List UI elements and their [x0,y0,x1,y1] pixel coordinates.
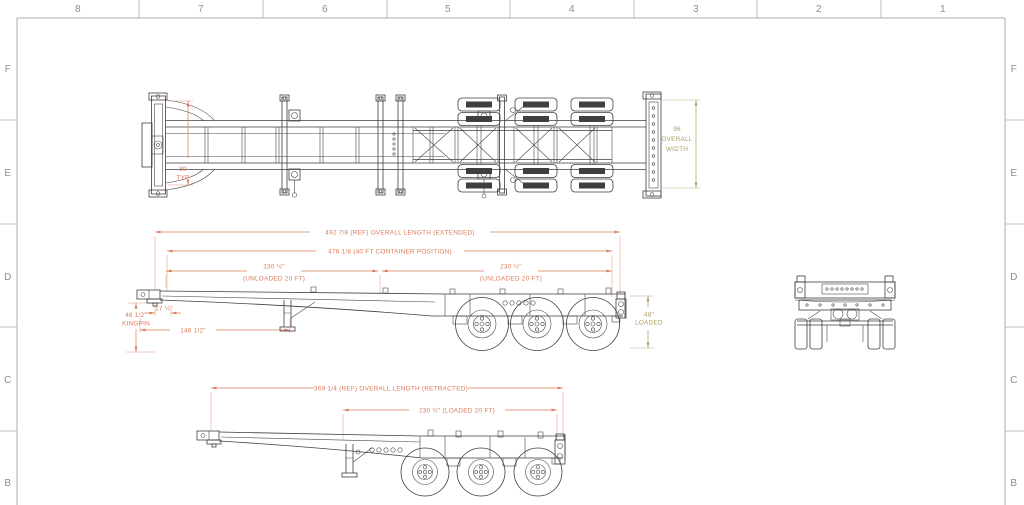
zone-row-e: E [4,168,11,179]
dim-96-overall-width: 96 OVERALL WIDTH [661,99,701,189]
wheel-retracted-2 [456,447,506,497]
gooseneck-retracted [196,430,222,448]
zone-row-d: D [4,272,12,283]
zone-col-1: 1 [940,4,946,15]
zone-labels-right: F E D C B [1010,64,1018,489]
dim-89-value: 89 [179,166,187,173]
deck-fittings-retracted [369,429,544,453]
side-view-extended: 492 7/8 (REF) OVERALL LENGTH (EXTENDED) … [122,230,663,353]
dim-front-20ft-label: (UNLOADED 20 FT) [243,276,305,283]
dim-overall-retracted-text: 369 1/4 (REF) OVERALL LENGTH (RETRACTED) [314,386,468,393]
zone-col-2: 2 [816,4,822,15]
dim-kingpin-setback: 17 ½" [145,305,181,316]
zone-row-e-right: E [1010,168,1017,179]
dim-deck-height-loaded: 48" LOADED [630,295,663,349]
dim-96-label2: OVERALL [661,136,692,143]
rear-tires [794,318,896,350]
side-view-retracted: 369 1/4 (REF) OVERALL LENGTH (RETRACTED)… [196,386,566,497]
dim-deck-height-value: 48" [644,312,654,319]
zone-col-4: 4 [569,4,575,15]
main-beam-retracted [218,431,566,460]
rear-frame-cross [798,299,892,311]
dim-landing-gear-distance: 146 1/2" [139,318,291,335]
landing-gear-plan [288,109,301,198]
wheel-extended-3 [566,297,620,351]
dim-deck-height-label: LOADED [635,320,663,327]
zone-col-3: 3 [693,4,699,15]
dim-89-typ: 89 TYP [168,100,193,186]
landing-gear-retracted [341,444,373,478]
dim-kingpin-setback-text: 17 ½" [155,305,173,313]
dim-96-label3: WIDTH [666,146,688,153]
wheels-plan [457,97,614,193]
landing-gear-extended [279,300,316,332]
gooseneck-extended [136,289,163,307]
zone-row-f: F [5,64,12,75]
zone-col-7: 7 [198,4,204,15]
zone-labels-left: F E D C B [4,64,12,489]
dim-kingpin-height-label: KINGPIN [122,321,150,328]
zone-row-c-right: C [1010,375,1018,386]
zone-col-6: 6 [322,4,328,15]
rear-view [794,275,896,350]
rear-bolster-retracted [554,433,566,465]
dim-overall-retracted: 369 1/4 (REF) OVERALL LENGTH (RETRACTED) [210,386,564,436]
wheel-retracted-1 [400,447,450,497]
zone-col-5: 5 [445,4,451,15]
dim-container-position-text: 476 1/8 (40 FT CONTAINER POSITION) [328,249,452,256]
zone-row-b: B [4,478,11,489]
dim-container-position: 476 1/8 (40 FT CONTAINER POSITION) [166,249,613,297]
zone-row-b-right: B [1010,478,1017,489]
rear-bolster-plan [642,91,662,199]
wheel-retracted-3 [513,447,563,497]
rear-bolster-extended [615,291,627,319]
zone-row-d-right: D [1010,272,1018,283]
zone-row-c: C [4,375,12,386]
dim-front-20ft-value: 230 ½" [263,263,285,271]
zone-labels-top: 8 7 6 5 4 3 2 1 [75,4,946,15]
slider-bolsters-plan [279,94,406,196]
dim-96-value: 96 [673,126,681,133]
dim-overall-extended-text: 492 7/8 (REF) OVERALL LENGTH (EXTENDED) [325,230,474,237]
subframe-x-bracing [412,94,613,196]
dim-loaded-20ft-text: 230 ½" (LOADED 20 FT) [419,407,495,415]
zone-col-8: 8 [75,4,81,15]
tire-group-3 [570,97,614,193]
tire-group-2 [514,97,558,193]
dim-overall-extended: 492 7/8 (REF) OVERALL LENGTH (EXTENDED) [154,230,621,294]
dim-landing-gear-distance-text: 146 1/2" [180,328,206,335]
main-rails-plan [166,120,646,170]
wheel-extended-2 [510,297,564,351]
dim-rear-20ft: 230 ½" (UNLOADED 20 FT) [382,263,612,283]
rear-suspension [797,308,893,342]
front-bolster-plan [141,92,215,198]
plan-view: 89 TYP 96 OVERALL WIDTH [141,91,701,199]
rear-bolster-rear-view [794,275,896,303]
dim-rear-20ft-value: 230 ½" [500,263,522,271]
tire-group-1 [457,97,501,193]
dim-rear-20ft-label: (UNLOADED 20 FT) [480,276,542,283]
main-beam-extended [159,290,626,318]
deck-fittings-extended [310,286,612,306]
dim-front-20ft: 230 ½" (UNLOADED 20 FT) [165,263,381,294]
dim-kingpin-height-value: 46 1/2" [125,312,147,319]
wheel-extended-1 [455,297,509,351]
dim-89-label: TYP [176,175,189,182]
zone-row-f-right: F [1011,64,1018,75]
